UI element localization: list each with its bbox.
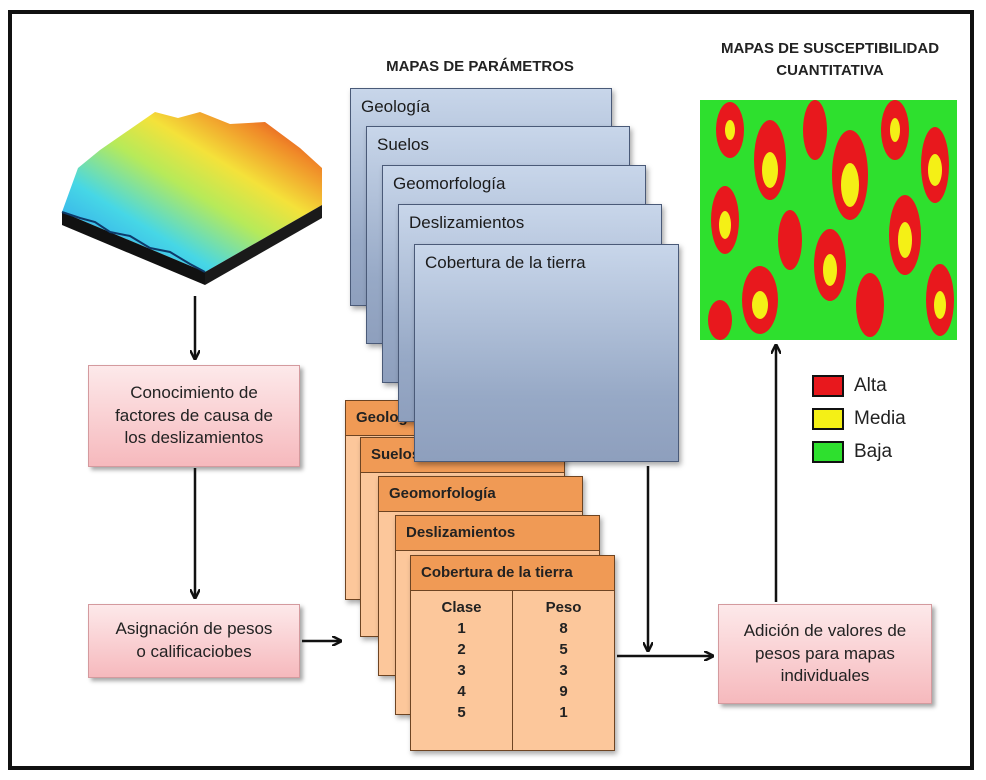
legend-item-baja: Baja [812, 441, 892, 463]
clase-value: 1 [457, 620, 466, 637]
susceptibility-maps-header-line2: CUANTITATIVA [776, 62, 884, 79]
peso-column: Peso 8 5 3 9 1 [512, 591, 614, 750]
legend-item-alta: Alta [812, 375, 887, 397]
clase-header: Clase [441, 599, 482, 616]
legend-label: Baja [854, 441, 893, 462]
legend-label: Alta [854, 375, 887, 396]
legend-label: Media [854, 408, 906, 429]
peso-value: 1 [559, 704, 568, 721]
parameter-layer-cobertura: Cobertura de la tierra [414, 244, 679, 462]
legend-item-media: Media [812, 408, 906, 430]
peso-value: 8 [559, 620, 568, 637]
legend-swatch-medium [812, 408, 844, 430]
clase-value: 5 [457, 704, 466, 721]
peso-header: Peso [545, 599, 582, 616]
peso-value: 3 [559, 662, 568, 679]
weight-assignment-box: Asignación de pesos o calificaciobes [88, 604, 300, 678]
clase-column: Clase 1 2 3 4 5 [411, 591, 512, 750]
parameter-maps-header: MAPAS DE PARÁMETROS [386, 58, 574, 75]
susceptibility-maps-header-line1: MAPAS DE SUSCEPTIBILIDAD [720, 40, 940, 57]
clase-value: 4 [457, 683, 466, 700]
addition-box: Adición de valores de pesos para mapas i… [718, 604, 932, 704]
legend-swatch-low [812, 441, 844, 463]
legend-swatch-high [812, 375, 844, 397]
clase-value: 3 [457, 662, 466, 679]
clase-value: 2 [457, 641, 466, 658]
weighted-layer-cobertura: Cobertura de la tierra Clase 1 2 3 4 5 P… [410, 555, 615, 751]
peso-value: 9 [559, 683, 568, 700]
peso-value: 5 [559, 641, 568, 658]
weight-table: Clase 1 2 3 4 5 Peso 8 5 3 9 1 [411, 591, 614, 750]
knowledge-box: Conocimiento de factores de causa de los… [88, 365, 300, 467]
